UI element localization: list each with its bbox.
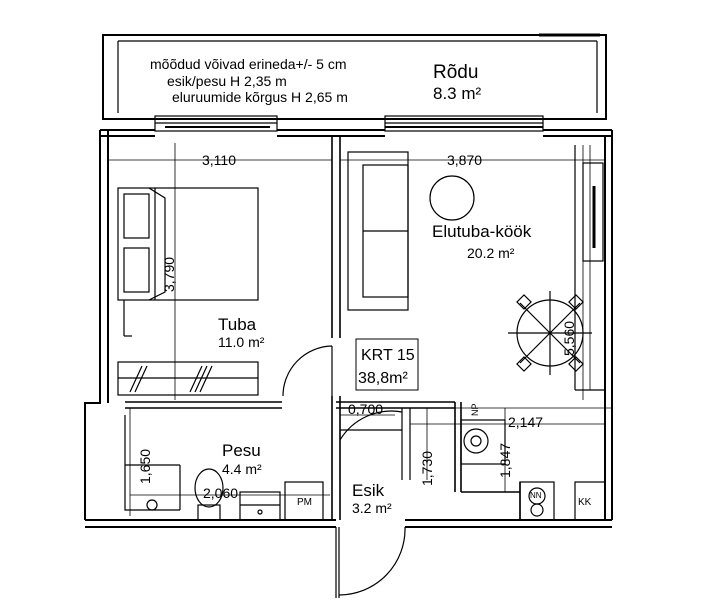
- dim-hall-depth: 1,730: [419, 451, 435, 486]
- entry-door-swing-icon: [335, 526, 406, 598]
- door-swing-icon: [282, 345, 333, 397]
- shower-icon: [124, 415, 181, 511]
- round-table-icon: [429, 175, 475, 221]
- pm-label: PM: [297, 497, 312, 508]
- tv-icon: [582, 162, 604, 262]
- apartment-area: 38,8m²: [358, 370, 408, 387]
- dim-kitchen-depth: 1,847: [497, 443, 513, 478]
- wardrobe: [117, 361, 259, 396]
- kk-label: KK: [578, 497, 592, 508]
- dim-bath-width: 2,060: [203, 485, 238, 501]
- nn-label: NN: [530, 491, 542, 500]
- bed-icon: [117, 187, 259, 301]
- balcony-name: Rõdu: [433, 62, 478, 83]
- sofa-icon: [347, 151, 409, 311]
- interior-walls: [125, 136, 612, 520]
- bedroom-area: 11.0 m²: [218, 334, 265, 350]
- hall-door-swing-icon: [339, 410, 403, 441]
- hall-name: Esik: [352, 481, 385, 500]
- kitchen-counter: [574, 145, 606, 521]
- dining-table-icon: [508, 291, 592, 375]
- stove-icon: [519, 481, 555, 521]
- dim-living-width: 3,870: [447, 152, 482, 168]
- balcony-outline: [102, 33, 607, 120]
- apartment-box: [355, 338, 419, 391]
- sink-icon: [239, 491, 281, 521]
- dim-bedroom-width: 3,110: [202, 152, 236, 168]
- note-hall-height: esik/pesu H 2,35 m: [167, 73, 287, 89]
- np-label: NP: [470, 403, 480, 416]
- balcony-area: 8.3 m²: [433, 84, 482, 103]
- dim-bath-depth: 1,650: [137, 449, 153, 484]
- dimension-lines: [108, 143, 605, 516]
- hall-area: 3.2 m²: [352, 500, 392, 516]
- apartment-id: KRT 15: [361, 347, 415, 364]
- bathroom-area: 4.4 m²: [222, 461, 262, 477]
- dim-bedroom-depth: 3,790: [161, 257, 177, 292]
- dim-hall-width: 0,700: [348, 401, 383, 417]
- dim-kitchen-width: 2,147: [508, 414, 543, 430]
- living-name: Elutuba-köök: [432, 222, 532, 241]
- hall-wardrobe: [340, 408, 411, 480]
- bathroom-name: Pesu: [222, 441, 261, 460]
- dim-living-depth: 5,560: [561, 321, 577, 356]
- window-row: [154, 115, 544, 132]
- toilet-icon: [194, 468, 224, 521]
- pm-cabinet: [284, 481, 324, 521]
- note-room-height: eluruumide kõrgus H 2,65 m: [172, 89, 348, 105]
- note-tolerance: mõõdud võivad erineda+/- 5 cm: [150, 56, 347, 72]
- living-area: 20.2 m²: [467, 245, 515, 261]
- bedroom-name: Tuba: [218, 315, 257, 334]
